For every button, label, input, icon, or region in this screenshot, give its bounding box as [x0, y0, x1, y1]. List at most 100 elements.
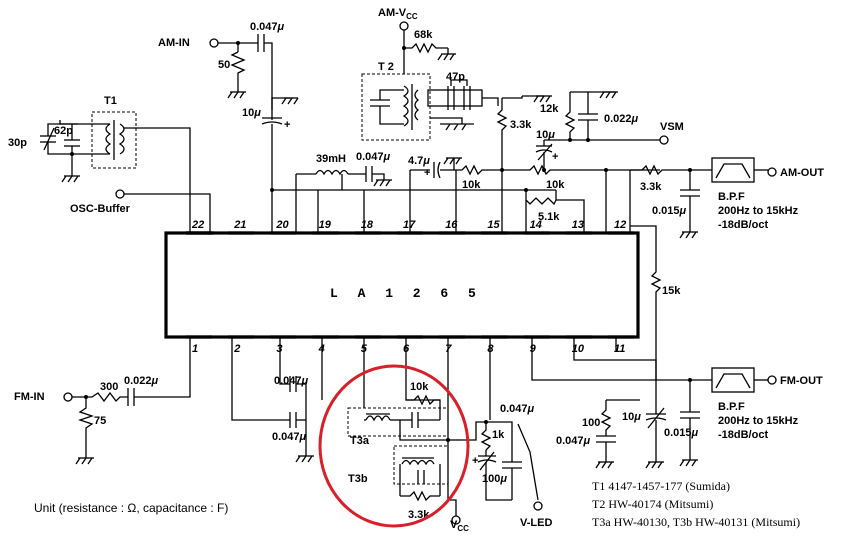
pin2-3-section: 0.047μ 0.047μ	[231, 337, 323, 463]
ic-pin-number: 11	[614, 343, 625, 355]
am-in-section: AM-IN 0.047μ 50 10μ +	[158, 21, 299, 233]
osc-buffer-terminal[interactable]	[115, 189, 125, 199]
c-022u-fm-value: 0.022μ	[124, 375, 159, 387]
svg-text:+: +	[552, 151, 558, 163]
t2-label: T 2	[378, 61, 394, 73]
am-bpf-box	[711, 157, 755, 183]
r-12k-value: 12k	[540, 103, 559, 115]
ic-pin-number: 22	[191, 219, 204, 231]
am-out-terminal[interactable]	[767, 167, 777, 177]
legend-line-3: T3a HW-40130, T3b HW-40131 (Mitsumi)	[592, 515, 800, 529]
vsm-terminal[interactable]	[659, 135, 669, 145]
r-33k-15-value: 3.3k	[510, 119, 532, 131]
c-amin-value: 0.047μ	[250, 21, 285, 33]
fm-bpf-box	[711, 367, 755, 393]
c-10u-fm-value: 10μ	[622, 411, 641, 423]
vsm-label: VSM	[660, 121, 684, 133]
am-bpf-attenuation: -18dB/oct	[718, 219, 768, 231]
t3b-label: T3b	[348, 473, 368, 485]
am-in-label: AM-IN	[158, 37, 190, 49]
fm-bpf-range: 200Hz to 15kHz	[718, 415, 799, 427]
c-10u-vsm-value: 10μ	[536, 129, 555, 141]
fm-in-label: FM-IN	[14, 391, 45, 403]
c-47u-value: 4.7μ	[408, 155, 430, 167]
vcc-label: VCC	[450, 519, 469, 533]
ic-pin-number: 4	[318, 343, 325, 355]
c-015u-am-value: 0.015μ	[652, 205, 687, 217]
r-10k-14-value: 10k	[546, 179, 565, 191]
am-bpf-label: B.P.F	[718, 191, 745, 203]
r-50-value: 50	[218, 59, 230, 71]
c-30p-value: 30p	[8, 137, 27, 149]
legend-line-2: T2 HW-40174 (Mitsumi)	[592, 497, 713, 511]
t1-section: T1 30p 62p OSC-Buffer	[8, 95, 211, 233]
unit-note: Unit (resistance : Ω, capacitance : F)	[34, 501, 228, 515]
r-100-value: 100	[582, 417, 600, 429]
ic-pin-number: 7	[445, 343, 452, 355]
svg-text:+: +	[424, 167, 430, 179]
t3-section: 10k T3a 3.3k T3b VCC	[347, 337, 469, 533]
ic-pin-number: 1	[192, 343, 198, 355]
ic-pin-number: 13	[572, 219, 584, 231]
part-legend: T1 4147-1457-177 (Sumida) T2 HW-40174 (M…	[592, 479, 800, 529]
r-1k-value: 1k	[492, 429, 505, 441]
fm-in-terminal[interactable]	[63, 392, 73, 402]
ic-la1265: L A 1 2 6 5	[164, 231, 640, 339]
c-62p-value: 62p	[54, 125, 73, 137]
c-047-3b-value: 0.047μ	[272, 431, 307, 443]
ic-pin-number: 14	[530, 219, 542, 231]
ic-pin-number: 8	[487, 343, 494, 355]
am-vcc-terminal[interactable]	[399, 21, 409, 31]
am-out-label: AM-OUT	[780, 167, 824, 179]
t2-box	[361, 73, 431, 141]
svg-text:+: +	[472, 455, 478, 467]
ic-pin-number: 9	[530, 343, 537, 355]
am-vcc-section: AM-VCC 68k T 2 47p	[361, 7, 499, 141]
r-68k-value: 68k	[414, 29, 433, 41]
r-51k-value: 5.1k	[538, 211, 560, 223]
ic-pin-number: 10	[572, 343, 585, 355]
v-led-terminal[interactable]	[533, 501, 543, 511]
c-100u-value: 100μ	[482, 473, 507, 485]
r-15k-value: 15k	[662, 285, 681, 297]
fm-bpf-label: B.P.F	[718, 401, 745, 413]
ic-pin-number: 16	[445, 219, 458, 231]
ic-label: L A 1 2 6 5	[330, 286, 482, 301]
fm-out-section: 100 0.047μ 10μ 0.015μ	[531, 337, 823, 469]
ic-pin-number: 2	[233, 343, 240, 355]
pin8-section: 1k + 100μ 0.047μ V-LED	[460, 337, 552, 529]
fm-out-terminal[interactable]	[767, 375, 777, 385]
t1-label: T1	[104, 95, 117, 107]
c-10u-top-value: 10μ	[242, 107, 261, 119]
am-vcc-label: AM-VCC	[378, 7, 418, 21]
c-047-10-value: 0.047μ	[556, 435, 591, 447]
ic-pin-number: 12	[614, 219, 626, 231]
r-300-value: 300	[100, 381, 118, 393]
ic-pin-number: 21	[233, 219, 246, 231]
c-022u-value: 0.022μ	[604, 113, 639, 125]
c-015u-fm-value: 0.015μ	[664, 427, 699, 439]
c-47p-value: 47p	[446, 71, 465, 83]
ic-pin-number: 20	[275, 219, 289, 231]
am-in-terminal[interactable]	[209, 38, 219, 48]
t1-box	[91, 111, 137, 169]
highlight-circle	[318, 364, 470, 528]
r-33k-out-value: 3.3k	[640, 181, 662, 193]
t3a-label: T3a	[350, 435, 370, 447]
r-10k-t3-value: 10k	[410, 381, 429, 393]
vcc-terminal[interactable]	[451, 515, 461, 525]
top-middle-section: 39mH 0.047μ 4.7μ + 10k 3.	[272, 95, 556, 233]
fm-out-label: FM-OUT	[780, 375, 823, 387]
fm-bpf-attenuation: -18dB/oct	[718, 429, 768, 441]
vsm-section: 12k 0.022μ VSM 10μ + 10k 5.1k	[502, 91, 824, 380]
r-75-value: 75	[94, 415, 106, 427]
ic-pin-number: 19	[319, 219, 332, 231]
osc-buffer-label: OSC-Buffer	[70, 203, 131, 215]
fm-in-section: FM-IN 300 0.022μ 75	[14, 337, 191, 465]
c-047-3a-value: 0.047μ	[274, 375, 309, 387]
am-bpf-range: 200Hz to 15kHz	[718, 205, 799, 217]
c-047-18-value: 0.047μ	[356, 151, 391, 163]
l-39mh-value: 39mH	[316, 153, 346, 165]
